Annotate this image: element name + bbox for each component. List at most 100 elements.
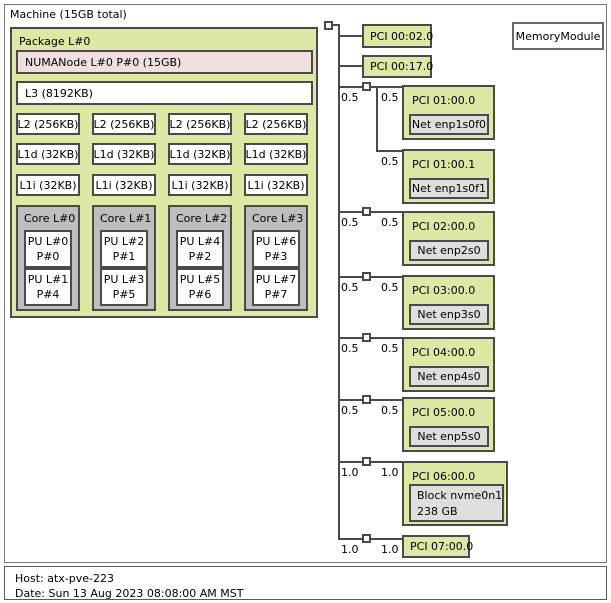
pu-logical-label: PU L#3 (103, 273, 145, 286)
pci-link-line (332, 24, 339, 26)
pci-branch-line (338, 35, 362, 37)
link-speed-label: 1.0 (341, 543, 359, 556)
l3-cache-box: L3 (8192KB) (16, 81, 313, 105)
pu-logical-label: PU L#4 (179, 235, 221, 248)
pu-logical-label: PU L#6 (255, 235, 297, 248)
pci-branch-line (338, 211, 362, 213)
pu-physical-label: P#7 (264, 288, 288, 301)
pci-device-box: PCI 07:00.0 (402, 535, 473, 558)
core-box: Core L#3 PU L#6 P#3 PU L#7 P#7 (244, 205, 308, 311)
link-speed-label: 1.0 (341, 466, 359, 479)
package-box: Package L#0 NUMANode L#0 P#0 (15GB) L3 (… (10, 27, 318, 318)
net-device-box: Net enp5s0 (409, 426, 489, 447)
pci-branch-line (371, 86, 402, 88)
l2-cache-box: L2 (256KB) (92, 113, 156, 135)
pci-branch-line (371, 211, 402, 213)
pu-physical-label: P#0 (36, 250, 60, 263)
pci-trunk-line (338, 24, 340, 540)
pci-device-box: PCI 06:00.0 Block nvme0n1 238 GB (402, 461, 508, 526)
pci-branch-line (371, 461, 402, 463)
pci-branch-line (371, 337, 402, 339)
pci-device-box: PCI 01:00.1 Net enp1s0f1 (402, 149, 495, 204)
pu-box: PU L#1 P#4 (24, 268, 72, 306)
pu-physical-label: P#5 (112, 288, 136, 301)
link-speed-label: 1.0 (381, 543, 399, 556)
pci-branch-line (371, 276, 402, 278)
pci-branch-line (338, 461, 362, 463)
pci-branch-line (338, 276, 362, 278)
link-speed-label: 0.5 (341, 281, 359, 294)
pu-physical-label: P#6 (188, 288, 212, 301)
block-device-size: 238 GB (417, 505, 458, 518)
link-speed-label: 0.5 (381, 91, 399, 104)
l1i-cache-box: L1i (32KB) (168, 174, 232, 196)
pci-device-label: PCI 05:00.0 (412, 406, 476, 419)
pu-logical-label: PU L#5 (179, 273, 221, 286)
pci-device-label: PCI 02:00.0 (412, 220, 476, 233)
core-box: Core L#2 PU L#4 P#2 PU L#5 P#6 (168, 205, 232, 311)
link-speed-label: 0.5 (341, 91, 359, 104)
core-label: Core L#0 (24, 212, 76, 225)
l2-cache-box: L2 (256KB) (168, 113, 232, 135)
link-speed-label: 0.5 (381, 216, 399, 229)
pu-physical-label: P#2 (188, 250, 212, 263)
pu-box: PU L#4 P#2 (176, 230, 224, 268)
pci-branch-line (371, 399, 402, 401)
pci-bridge-square (362, 272, 371, 281)
pu-logical-label: PU L#2 (103, 235, 145, 248)
pci-bridge-square (362, 82, 371, 91)
pci-branch-line (338, 86, 362, 88)
pci-device-box: PCI 02:00.0 Net enp2s0 (402, 211, 495, 266)
pu-physical-label: P#4 (36, 288, 60, 301)
link-speed-label: 0.5 (381, 281, 399, 294)
l1i-cache-box: L1i (32KB) (244, 174, 308, 196)
pci-device-label: PCI 06:00.0 (412, 470, 476, 483)
numanode-box: NUMANode L#0 P#0 (15GB) (16, 50, 313, 74)
pci-branch-line (338, 538, 362, 540)
pu-box: PU L#5 P#6 (176, 268, 224, 306)
package-label: Package L#0 (19, 35, 91, 48)
pu-logical-label: PU L#0 (27, 235, 69, 248)
core-box: Core L#0 PU L#0 P#0 PU L#1 P#4 (16, 205, 80, 311)
pu-physical-label: P#1 (112, 250, 136, 263)
l2-cache-box: L2 (256KB) (16, 113, 80, 135)
net-device-box: Net enp1s0f0 (409, 114, 489, 135)
pci-bridge-square (362, 207, 371, 216)
pci-branch-line (338, 399, 362, 401)
pci-bridge-square (362, 333, 371, 342)
memory-module-box: MemoryModule (512, 22, 604, 50)
link-speed-label: 0.5 (341, 342, 359, 355)
pci-device-box: PCI 00:02.0 (362, 24, 433, 48)
l1d-cache-box: L1d (32KB) (92, 143, 156, 165)
block-device-box: Block nvme0n1 238 GB (409, 484, 504, 522)
footer-box: Host: atx-pve-223 Date: Sun 13 Aug 2023 … (4, 566, 607, 600)
pci-branch-line (338, 65, 362, 67)
core-label: Core L#2 (176, 212, 228, 225)
link-speed-label: 0.5 (381, 404, 399, 417)
pci-device-box: PCI 03:00.0 Net enp3s0 (402, 275, 495, 330)
net-device-box: Net enp4s0 (409, 366, 489, 387)
l1i-cache-box: L1i (32KB) (16, 174, 80, 196)
pu-physical-label: P#3 (264, 250, 288, 263)
pci-bridge-square (362, 457, 371, 466)
pci-bridge-square (362, 395, 371, 404)
host-line: Host: atx-pve-223 (15, 572, 115, 585)
l1d-cache-box: L1d (32KB) (244, 143, 308, 165)
pci-device-label: PCI 01:00.1 (412, 158, 476, 171)
pu-box: PU L#6 P#3 (252, 230, 300, 268)
core-label: Core L#1 (100, 212, 152, 225)
core-label: Core L#3 (252, 212, 304, 225)
pci-bridge-square (362, 534, 371, 543)
pci-bridge-child-line (376, 86, 378, 152)
link-speed-label: 0.5 (341, 404, 359, 417)
pci-branch-line (376, 150, 402, 152)
link-speed-label: 1.0 (381, 466, 399, 479)
net-device-box: Net enp2s0 (409, 240, 489, 261)
machine-label: Machine (15GB total) (10, 8, 127, 21)
l1d-cache-box: L1d (32KB) (168, 143, 232, 165)
pci-device-box: PCI 05:00.0 Net enp5s0 (402, 397, 495, 452)
net-device-box: Net enp3s0 (409, 304, 489, 325)
pci-branch-line (338, 337, 362, 339)
net-device-box: Net enp1s0f1 (409, 178, 489, 199)
